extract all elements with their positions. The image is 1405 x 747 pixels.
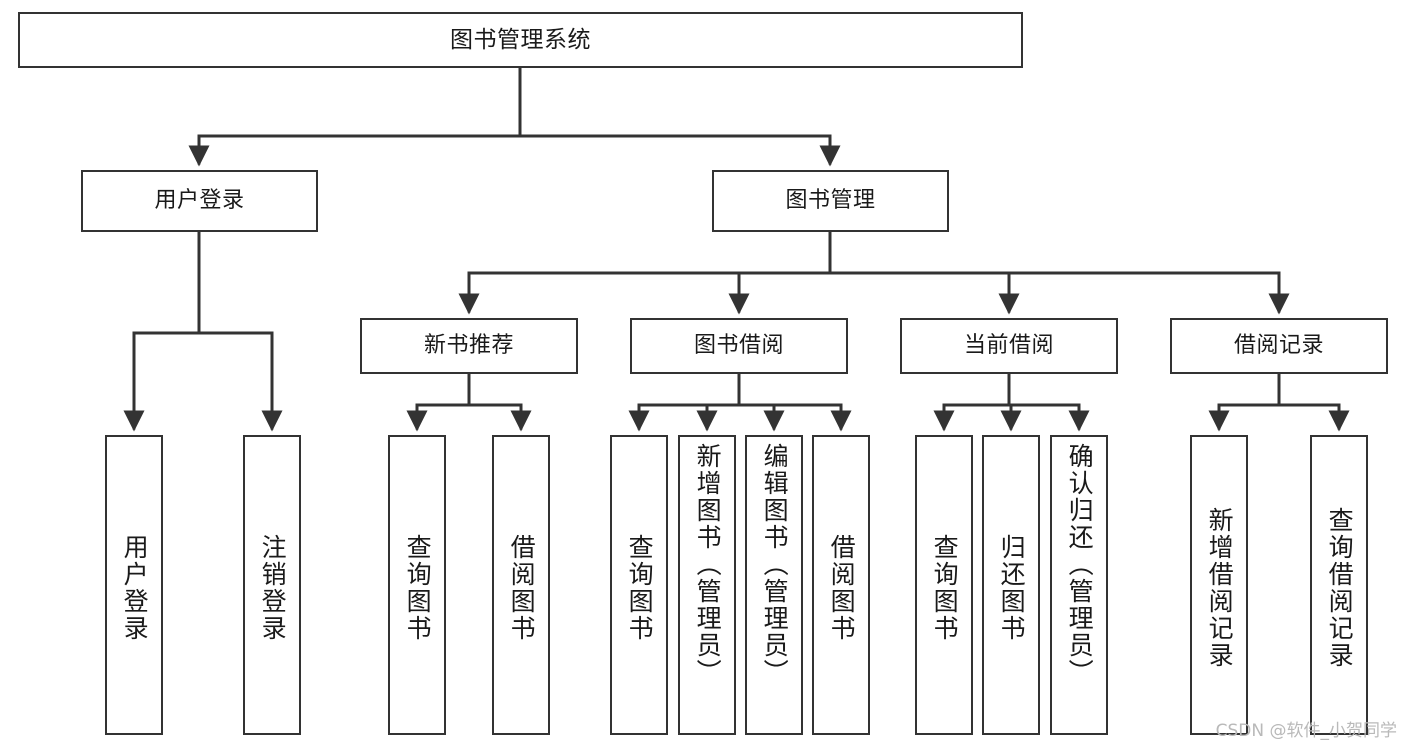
node-label: 当前借阅 [963,332,1054,358]
node-user-login[interactable]: 用户登录 [81,170,318,232]
node-label: 图书借阅 [693,332,784,358]
node-leaf-query-book-recommend[interactable]: 查询图书 [388,435,446,735]
watermark-text: CSDN @软件_小贺同学 [1215,721,1397,741]
node-label: 用户登录 [154,187,245,213]
node-label: 注销登录 [258,534,288,642]
node-leaf-query-book-borrow[interactable]: 查询图书 [610,435,668,735]
node-label: 借阅记录 [1233,332,1324,358]
node-label: 确认归还（管理员） [1065,443,1095,686]
node-label: 借阅图书 [827,534,857,642]
node-leaf-borrow-book-recommend[interactable]: 借阅图书 [492,435,550,735]
node-label: 编辑图书（管理员） [760,443,790,686]
node-label: 图书管理 [785,187,876,213]
node-label: 新书推荐 [423,332,514,358]
node-label: 新增图书（管理员） [693,443,723,686]
node-new-book-recommend[interactable]: 新书推荐 [360,318,578,374]
node-leaf-user-login[interactable]: 用户登录 [105,435,163,735]
node-label: 新增借阅记录 [1205,507,1235,669]
node-label: 查询借阅记录 [1325,507,1355,669]
node-current-borrow[interactable]: 当前借阅 [900,318,1118,374]
node-leaf-confirm-return-admin[interactable]: 确认归还（管理员） [1050,435,1108,735]
node-label: 归还图书 [997,534,1027,642]
node-label: 借阅图书 [507,534,537,642]
node-leaf-query-borrow-record[interactable]: 查询借阅记录 [1310,435,1368,735]
node-book-management[interactable]: 图书管理 [712,170,949,232]
node-leaf-add-borrow-record[interactable]: 新增借阅记录 [1190,435,1248,735]
node-leaf-logout[interactable]: 注销登录 [243,435,301,735]
node-label: 用户登录 [120,534,150,642]
node-label: 查询图书 [930,534,960,642]
node-book-borrow[interactable]: 图书借阅 [630,318,848,374]
node-borrow-record[interactable]: 借阅记录 [1170,318,1388,374]
node-label: 图书管理系统 [450,26,591,53]
node-leaf-return-book[interactable]: 归还图书 [982,435,1040,735]
node-leaf-add-book-admin[interactable]: 新增图书（管理员） [678,435,736,735]
node-root-book-management-system[interactable]: 图书管理系统 [18,12,1023,68]
node-label: 查询图书 [625,534,655,642]
node-leaf-edit-book-admin[interactable]: 编辑图书（管理员） [745,435,803,735]
node-label: 查询图书 [403,534,433,642]
node-leaf-borrow-book-borrow[interactable]: 借阅图书 [812,435,870,735]
node-leaf-query-book-current[interactable]: 查询图书 [915,435,973,735]
